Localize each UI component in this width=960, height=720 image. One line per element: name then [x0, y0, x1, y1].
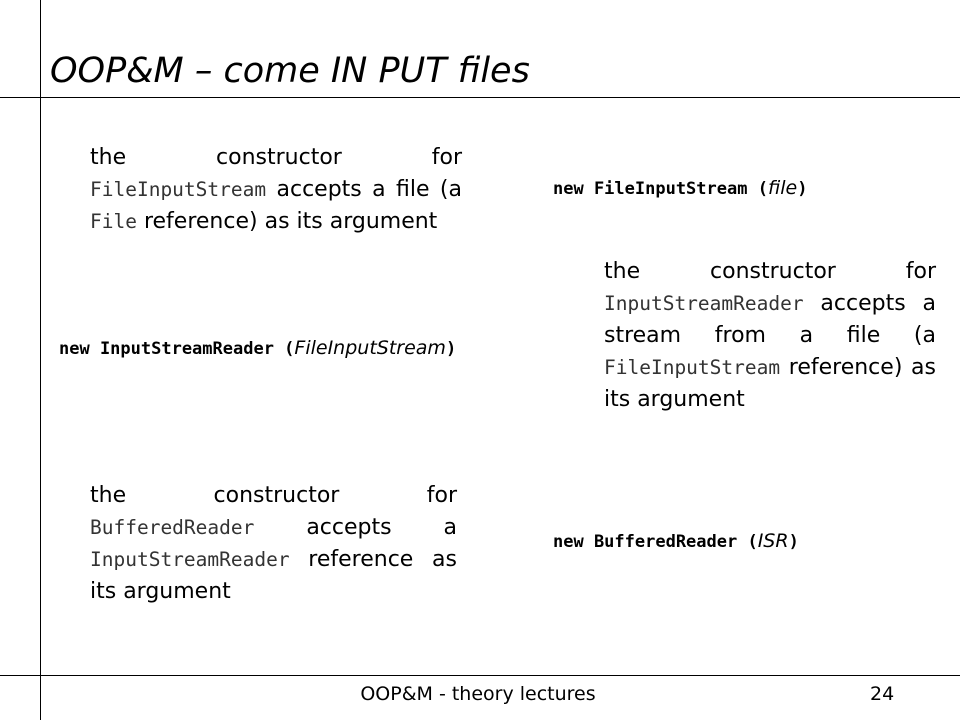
code-close-paren: ): [797, 179, 808, 199]
footer-rule: [0, 675, 960, 676]
text-run: the constructor for: [604, 259, 936, 284]
code-argument: ISR: [757, 530, 789, 552]
code-argument: file: [767, 177, 798, 199]
slide-title: OOP&M – come IN PUT files: [50, 51, 530, 91]
code-close-paren: ): [788, 532, 799, 552]
code-term: BufferedReader: [90, 516, 255, 539]
page-number: 24: [870, 683, 895, 705]
footer-caption: OOP&M - theory lectures: [0, 682, 960, 706]
code-close-paren: ): [445, 339, 457, 359]
code-keyword: new FileInputStream (: [553, 179, 768, 199]
text-run: the constructor for: [90, 145, 462, 170]
text-run: reference as its argument: [90, 547, 457, 604]
inputstreamreader-description: the constructor for InputStreamReader ac…: [604, 256, 936, 416]
text-run: reference) as its argument: [136, 209, 438, 234]
code-argument: FileInputStream: [294, 337, 446, 359]
text-run: accepts a file (a: [266, 177, 463, 202]
code-term: InputStreamReader: [604, 292, 804, 315]
footer-label: OOP&M - theory lectures: [360, 683, 596, 705]
code-keyword: new BufferedReader (: [553, 532, 758, 552]
bufferedreader-code: new BufferedReader (ISR): [553, 529, 799, 554]
text-run: accepts a stream from a file (a: [604, 291, 936, 348]
inputstreamreader-code: new InputStreamReader (FileInputStream): [59, 336, 456, 361]
fileinputstream-description: the constructor for FileInputStream acce…: [90, 142, 462, 238]
fileinputstream-code: new FileInputStream (file): [553, 176, 807, 201]
title-underline-rule: [0, 97, 960, 98]
text-run: the constructor for: [90, 483, 457, 508]
code-term: FileInputStream: [604, 356, 781, 379]
text-run: accepts a: [254, 515, 457, 540]
code-keyword: new InputStreamReader (: [59, 339, 295, 359]
code-term: File: [90, 210, 137, 233]
code-term: FileInputStream: [90, 178, 267, 201]
text-run: reference) as its argument: [604, 355, 936, 412]
bufferedreader-description: the constructor for BufferedReader accep…: [90, 480, 457, 608]
left-vertical-rule: [40, 0, 41, 720]
code-term: InputStreamReader: [90, 548, 290, 571]
